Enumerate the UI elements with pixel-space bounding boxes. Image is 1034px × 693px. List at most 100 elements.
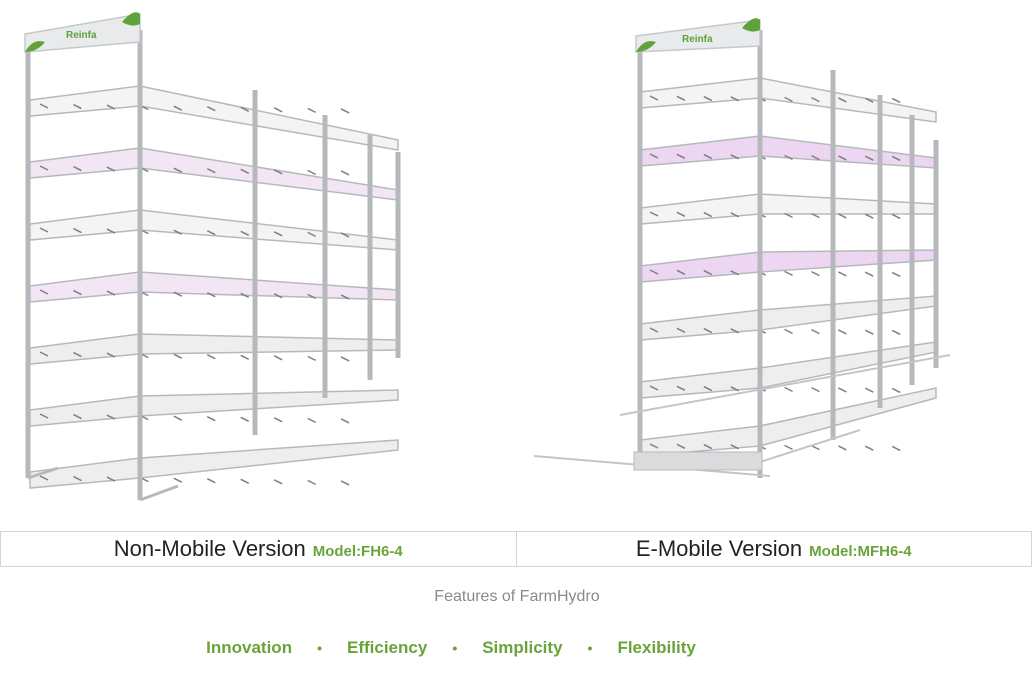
- led-fixture: [173, 353, 183, 359]
- rack-shelf: [29, 147, 399, 201]
- brand-logo-right: Reinfa: [682, 34, 713, 45]
- led-fixture: [73, 351, 82, 358]
- led-fixture: [307, 355, 316, 362]
- led-fixture: [173, 477, 183, 483]
- led-fixture: [106, 352, 116, 358]
- led-fixture: [106, 476, 116, 482]
- led-fixture: [206, 292, 216, 298]
- led-fixture: [273, 417, 283, 423]
- non-mobile-title: Non-Mobile Version: [113, 536, 306, 561]
- e-mobile-rack-image: Reinfa: [533, 18, 951, 478]
- led-fixture: [864, 271, 874, 277]
- led-fixture: [340, 480, 350, 486]
- keyword-simplicity: Simplicity: [482, 638, 563, 657]
- led-fixture: [307, 479, 316, 486]
- led-fixture: [73, 227, 82, 234]
- led-fixture: [173, 167, 183, 173]
- led-fixture: [649, 269, 659, 275]
- keyword-efficiency: Efficiency: [347, 638, 428, 657]
- rack-shelf: [29, 85, 399, 151]
- brand-logo-left: Reinfa: [66, 30, 97, 41]
- led-fixture: [173, 229, 183, 235]
- led-fixture: [676, 269, 686, 275]
- led-fixture: [784, 212, 793, 219]
- led-fixture: [39, 351, 49, 357]
- rack-shelf: [29, 271, 399, 303]
- led-fixture: [173, 291, 183, 297]
- led-fixture: [649, 327, 659, 333]
- led-fixture: [676, 153, 686, 159]
- led-fixture: [307, 231, 316, 238]
- led-fixture: [106, 414, 116, 420]
- led-fixture: [891, 97, 901, 104]
- led-fixture: [811, 212, 820, 219]
- separator-dot: •: [587, 640, 593, 656]
- led-fixture: [340, 418, 350, 424]
- led-fixture: [240, 478, 250, 484]
- led-fixture: [39, 165, 49, 171]
- led-fixture: [891, 271, 901, 278]
- led-fixture: [811, 386, 820, 393]
- led-fixture: [784, 96, 793, 103]
- led-fixture: [891, 213, 901, 220]
- led-fixture: [864, 213, 874, 219]
- non-mobile-rack-image: Reinfa: [24, 12, 401, 502]
- led-fixture: [703, 153, 713, 160]
- led-fixture: [838, 97, 847, 103]
- led-fixture: [730, 386, 740, 392]
- led-fixture: [838, 155, 847, 161]
- led-fixture: [703, 95, 713, 102]
- non-mobile-model: Model:FH6-4: [312, 542, 403, 560]
- led-fixture: [206, 416, 216, 422]
- led-fixture: [811, 270, 820, 277]
- keyword-flexibility: Flexibility: [617, 638, 696, 657]
- led-fixture: [240, 106, 250, 112]
- led-fixture: [273, 355, 283, 361]
- rack-shelf: [29, 209, 399, 251]
- led-fixture: [240, 354, 250, 360]
- rack-shelf: [639, 249, 937, 283]
- led-fixture: [273, 479, 283, 485]
- rack-shelf: [29, 439, 399, 489]
- led-fixture: [891, 445, 901, 452]
- led-fixture: [676, 327, 686, 333]
- led-fixture: [307, 417, 316, 424]
- led-fixture: [73, 289, 82, 296]
- led-fixture: [206, 106, 216, 112]
- led-fixture: [173, 105, 183, 111]
- led-fixture: [838, 213, 847, 219]
- led-fixture: [340, 232, 350, 238]
- led-fixture: [730, 96, 740, 102]
- led-fixture: [811, 328, 820, 335]
- led-fixture: [891, 329, 901, 336]
- led-fixture: [340, 294, 350, 300]
- separator-dot: •: [452, 640, 458, 656]
- rack-shelf: [639, 387, 937, 457]
- led-fixture: [784, 328, 793, 335]
- led-fixture: [838, 329, 847, 335]
- led-fixture: [173, 415, 183, 421]
- feature-keywords: Innovation • Efficiency • Simplicity • F…: [0, 638, 902, 658]
- led-fixture: [676, 95, 686, 101]
- led-fixture: [307, 107, 316, 114]
- led-fixture: [703, 327, 713, 334]
- led-fixture: [811, 154, 820, 161]
- led-fixture: [649, 153, 659, 159]
- led-fixture: [649, 385, 659, 391]
- led-fixture: [676, 385, 686, 391]
- led-fixture: [864, 387, 874, 393]
- led-fixture: [649, 443, 659, 449]
- led-fixture: [730, 212, 740, 218]
- led-fixture: [39, 227, 49, 233]
- e-mobile-model: Model:MFH6-4: [809, 542, 912, 560]
- led-fixture: [676, 443, 686, 449]
- led-fixture: [784, 270, 793, 277]
- caption-non-mobile: Non-Mobile Version Model:FH6-4: [0, 532, 516, 566]
- led-fixture: [273, 293, 283, 299]
- led-fixture: [730, 270, 740, 276]
- caption-e-mobile: E-Mobile Version Model:MFH6-4: [515, 532, 1032, 566]
- led-fixture: [340, 356, 350, 362]
- led-fixture: [730, 154, 740, 160]
- led-fixture: [703, 385, 713, 392]
- led-fixture: [273, 169, 283, 175]
